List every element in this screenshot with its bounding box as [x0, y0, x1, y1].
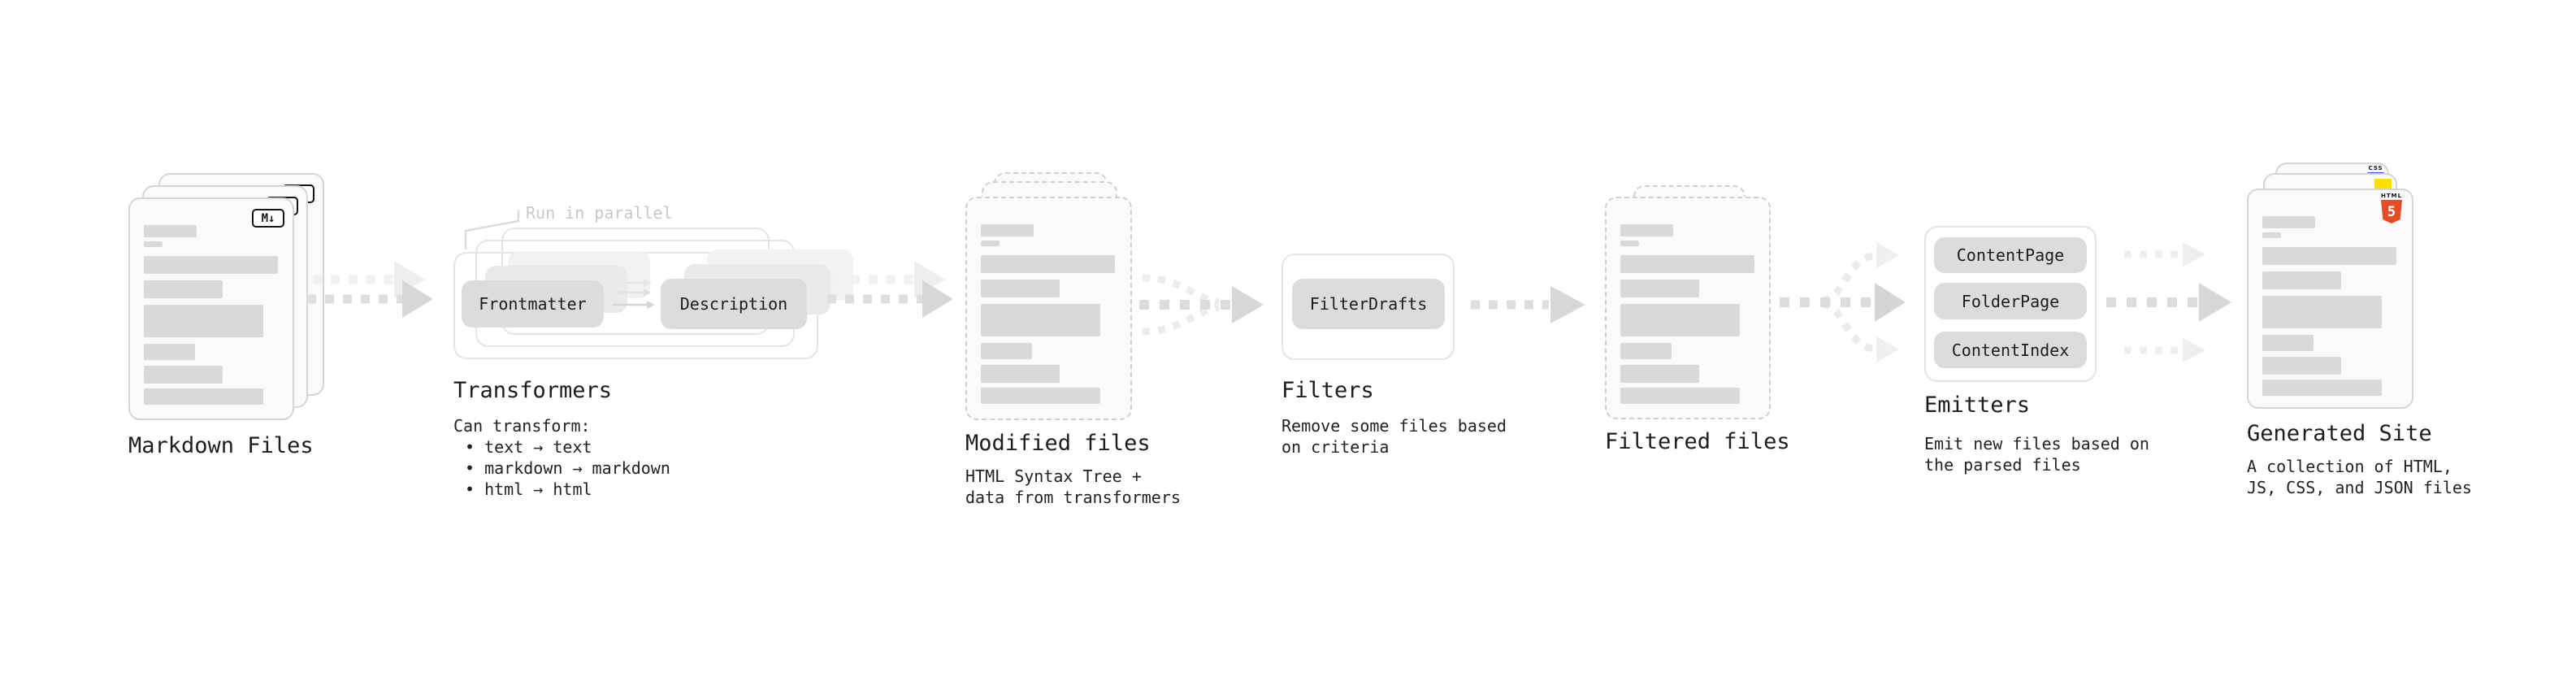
- arrow-filters-to-filtered: [1471, 286, 1585, 323]
- site-file-card-html: [2247, 189, 2413, 409]
- caption-line: Remove some files based: [1281, 416, 1507, 436]
- modified-files-caption: HTML Syntax Tree + data from transformer…: [965, 466, 1181, 508]
- filtered-files-node: Filtered files: [1605, 185, 1816, 502]
- generated-site-node: CSS HTML 5 Generated Site A collection o…: [2247, 163, 2474, 504]
- markdown-files-title: Markdown Files: [128, 433, 314, 458]
- text-placeholder-bar: [2262, 232, 2281, 238]
- text-placeholder-bar: [2262, 296, 2382, 328]
- emitters-caption: Emit new files based on the parsed files: [1924, 433, 2149, 475]
- text-placeholder-bar: [2262, 271, 2341, 289]
- text-placeholder-bar: [144, 388, 263, 405]
- file-content-placeholder: [1620, 198, 1758, 418]
- filters-node: FilterDrafts Filters Remove some files b…: [1281, 254, 1525, 481]
- text-placeholder-bar: [1620, 365, 1699, 383]
- text-placeholder-bar: [1620, 255, 1754, 273]
- contentpage-emitter-box: ContentPage: [1934, 237, 2087, 273]
- emitters-title: Emitters: [1924, 393, 2031, 418]
- generated-site-title: Generated Site: [2247, 421, 2432, 446]
- filters-title: Filters: [1281, 378, 1374, 403]
- caption-line: JS, CSS, and JSON files: [2247, 478, 2472, 497]
- transformers-caption: Can transform: • text → text • markdown …: [453, 415, 670, 500]
- frontmatter-transformer-box: Frontmatter: [462, 280, 604, 327]
- text-placeholder-bar: [981, 304, 1100, 336]
- file-content-placeholder: [2262, 190, 2400, 407]
- caption-bullet: • text → text: [465, 437, 592, 457]
- text-placeholder-bar: [2262, 335, 2314, 351]
- text-placeholder-bar: [1620, 388, 1740, 404]
- text-placeholder-bar: [144, 241, 163, 247]
- arrow-filtered-to-emitters: [1780, 242, 1906, 362]
- caption-bullet: • markdown → markdown: [465, 458, 670, 478]
- modified-files-node: Modified files HTML Syntax Tree + data f…: [965, 172, 1181, 507]
- emitters-node: ContentPage FolderPage ContentIndex Emit…: [1924, 226, 2168, 494]
- transformers-node: Run in parallel Frontmatter Description …: [453, 199, 853, 508]
- caption-line: on criteria: [1281, 437, 1390, 457]
- text-placeholder-bar: [2262, 216, 2315, 228]
- arrow-modified-to-filters: [1139, 274, 1264, 336]
- text-placeholder-bar: [1620, 241, 1639, 246]
- transformer-flow-arrows: [612, 279, 655, 309]
- arrow-transformers-to-modified: [827, 261, 953, 318]
- caption-line: data from transformers: [965, 488, 1181, 507]
- markdown-file-card-front: M↓: [128, 197, 294, 420]
- contentindex-emitter-box: ContentIndex: [1934, 332, 2087, 368]
- text-placeholder-bar: [1620, 304, 1740, 336]
- html5-icon: HTML 5: [2381, 193, 2402, 223]
- text-placeholder-bar: [2262, 247, 2396, 265]
- text-placeholder-bar: [144, 305, 263, 337]
- file-content-placeholder: [144, 199, 281, 419]
- text-placeholder-bar: [981, 255, 1115, 273]
- run-in-parallel-note: Run in parallel: [526, 203, 673, 223]
- text-placeholder-bar: [1620, 280, 1699, 297]
- filtered-file-card-front: [1605, 197, 1771, 419]
- text-placeholder-bar: [981, 343, 1032, 359]
- text-placeholder-bar: [2262, 357, 2341, 375]
- caption-bullet: • html → html: [465, 479, 592, 499]
- filters-caption: Remove some files based on criteria: [1281, 415, 1507, 458]
- text-placeholder-bar: [981, 241, 1000, 246]
- arrow-markdown-to-transformers: [307, 261, 433, 318]
- text-placeholder-bar: [981, 280, 1060, 297]
- text-placeholder-bar: [144, 256, 278, 274]
- filterdrafts-box: FilterDrafts: [1292, 279, 1445, 329]
- text-placeholder-bar: [981, 388, 1100, 404]
- modified-files-title: Modified files: [965, 431, 1151, 456]
- transformers-title: Transformers: [453, 378, 613, 403]
- text-placeholder-bar: [144, 366, 223, 384]
- caption-line: the parsed files: [1924, 455, 2081, 475]
- folderpage-emitter-box: FolderPage: [1934, 283, 2087, 319]
- text-placeholder-bar: [2262, 380, 2382, 396]
- text-placeholder-bar: [981, 224, 1034, 236]
- text-placeholder-bar: [144, 344, 195, 360]
- markdown-icon: M↓: [252, 209, 284, 228]
- arrow-emitters-to-site: [2106, 242, 2231, 362]
- caption-line: Can transform:: [453, 416, 591, 436]
- caption-line: Emit new files based on: [1924, 434, 2149, 453]
- text-placeholder-bar: [144, 225, 197, 237]
- modified-file-card-front: [965, 197, 1132, 420]
- js-icon: [2374, 179, 2392, 189]
- generated-site-caption: A collection of HTML, JS, CSS, and JSON …: [2247, 456, 2472, 498]
- text-placeholder-bar: [1620, 224, 1673, 236]
- file-content-placeholder: [981, 198, 1119, 419]
- caption-line: HTML Syntax Tree +: [965, 466, 1142, 486]
- text-placeholder-bar: [981, 365, 1060, 383]
- filtered-files-title: Filtered files: [1605, 429, 1790, 454]
- caption-line: A collection of HTML,: [2247, 457, 2452, 476]
- text-placeholder-bar: [144, 280, 223, 298]
- description-transformer-box: Description: [661, 279, 807, 329]
- note-connector-line: [464, 210, 520, 249]
- text-placeholder-bar: [1620, 343, 1672, 359]
